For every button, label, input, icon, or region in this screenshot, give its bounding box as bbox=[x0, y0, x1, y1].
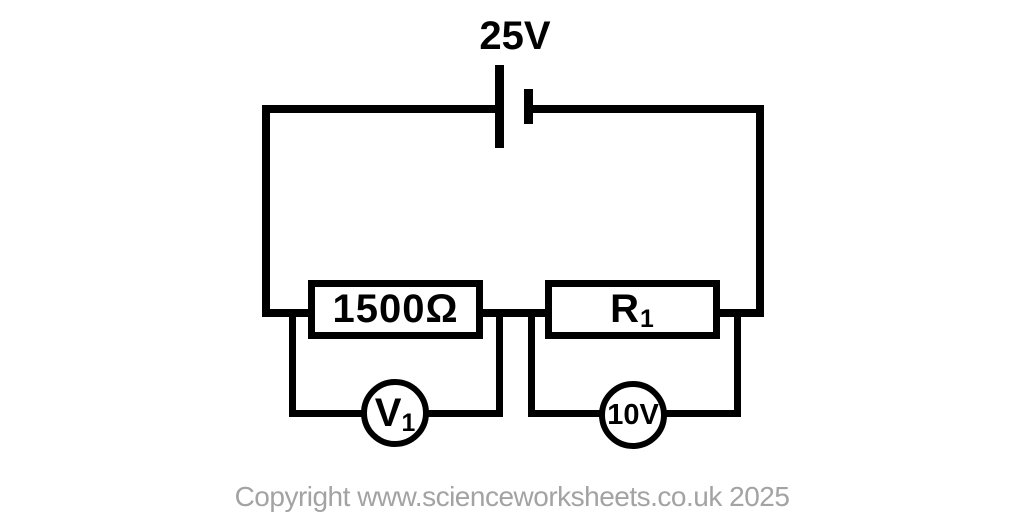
wire-top-right bbox=[526, 105, 764, 113]
wire-left-vertical bbox=[262, 105, 270, 317]
wire-10v-branch-left bbox=[528, 309, 535, 417]
wire-10v-branch-right bbox=[734, 309, 741, 417]
resistor-1500ohm: 1500Ω bbox=[308, 280, 483, 339]
wire-v1-branch-right bbox=[496, 309, 503, 417]
battery-long-plate-icon bbox=[495, 65, 504, 148]
copyright-text: Copyright www.scienceworksheets.co.uk 20… bbox=[234, 481, 790, 512]
voltmeter-10v-label: 10V bbox=[607, 398, 659, 431]
wire-top-left bbox=[262, 105, 497, 113]
resistor-r1: R1 bbox=[545, 280, 720, 339]
wire-v1-branch-left bbox=[289, 309, 296, 417]
wire-main-horizontal bbox=[262, 309, 764, 317]
battery-voltage-label: 25V bbox=[479, 14, 551, 58]
voltmeter-v1-label: V1 bbox=[374, 390, 416, 437]
voltmeter-v1: V1 bbox=[361, 379, 429, 447]
resistor-1500ohm-label: 1500Ω bbox=[332, 287, 459, 331]
voltmeter-10v: 10V bbox=[599, 381, 667, 449]
resistor-r1-label: R1 bbox=[610, 287, 655, 334]
wire-right-vertical bbox=[756, 105, 764, 317]
